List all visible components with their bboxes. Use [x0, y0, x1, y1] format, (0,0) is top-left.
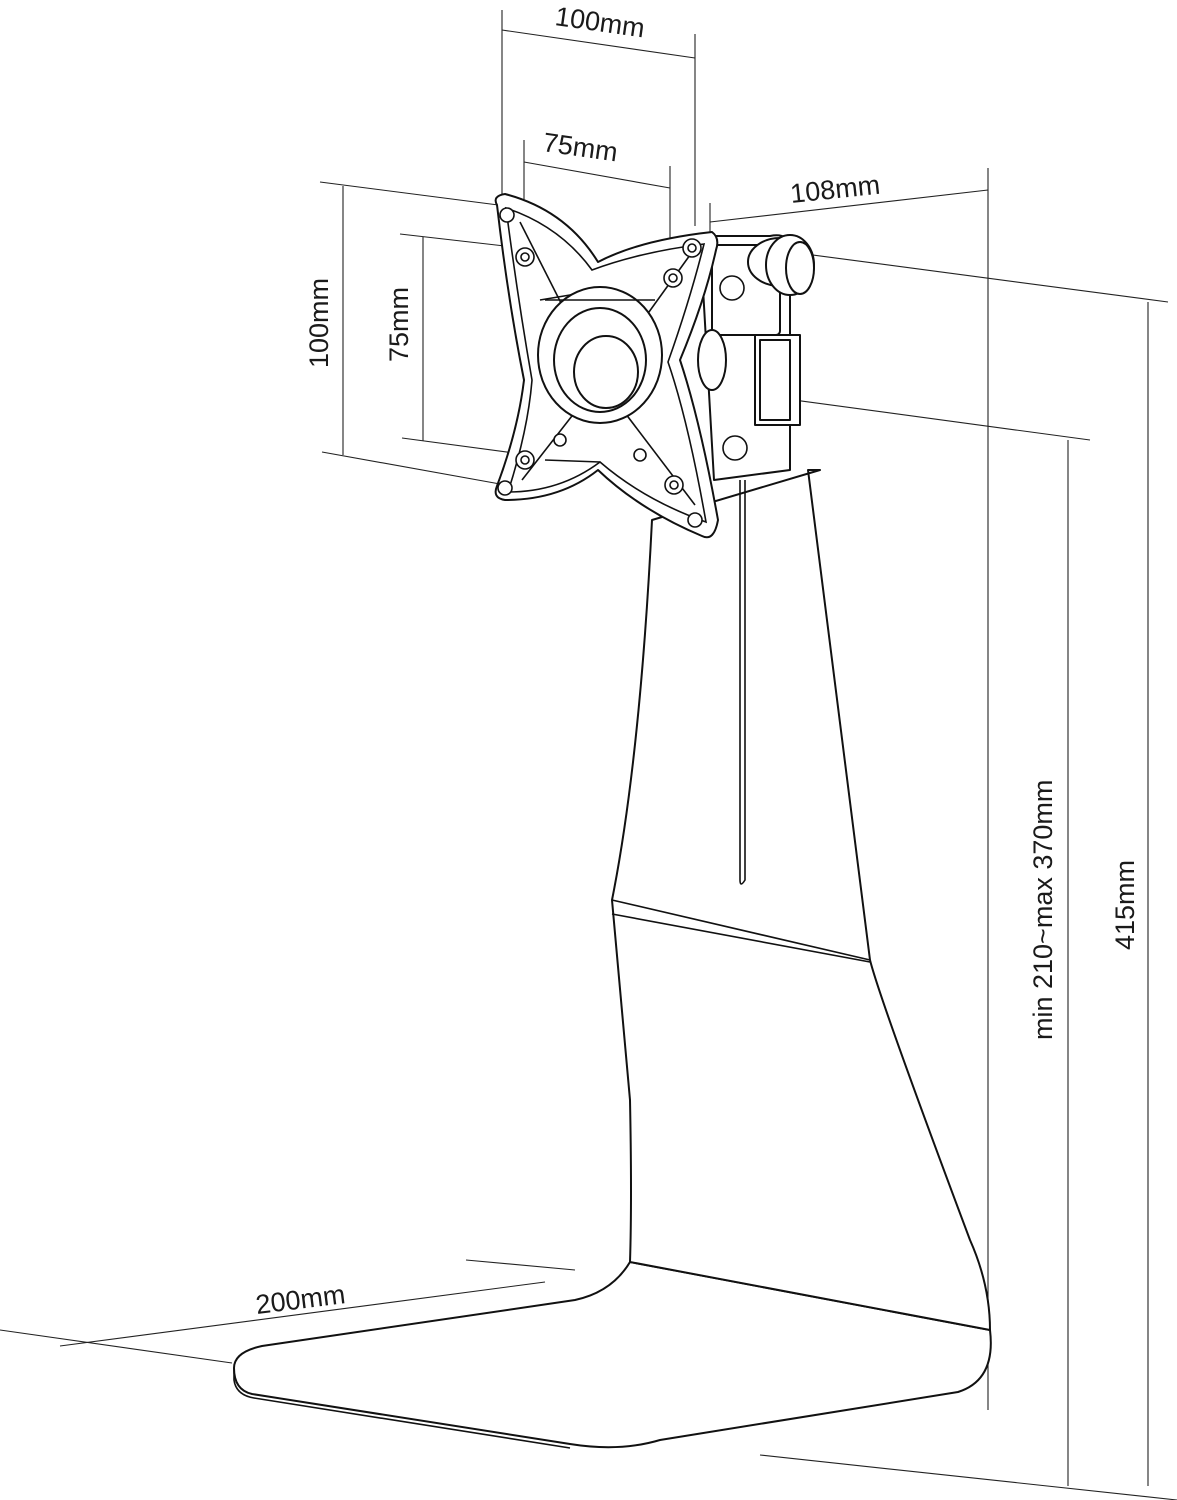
- label-vesa-outer-height: 100mm: [304, 278, 334, 368]
- label-total-height: 415mm: [1110, 860, 1140, 950]
- label-vesa-inner-width: 75mm: [541, 127, 619, 167]
- vesa-plate: [494, 193, 719, 539]
- label-vesa-outer-width: 100mm: [553, 1, 646, 43]
- stand-column: [611, 469, 991, 1331]
- label-height-range: min 210~max 370mm: [1028, 780, 1058, 1040]
- label-base-width: 200mm: [254, 1279, 347, 1320]
- tilt-bracket: [697, 234, 815, 481]
- dimension-lines: [0, 10, 1177, 1500]
- label-vesa-inner-height: 75mm: [384, 287, 414, 362]
- label-depth: 108mm: [789, 170, 882, 209]
